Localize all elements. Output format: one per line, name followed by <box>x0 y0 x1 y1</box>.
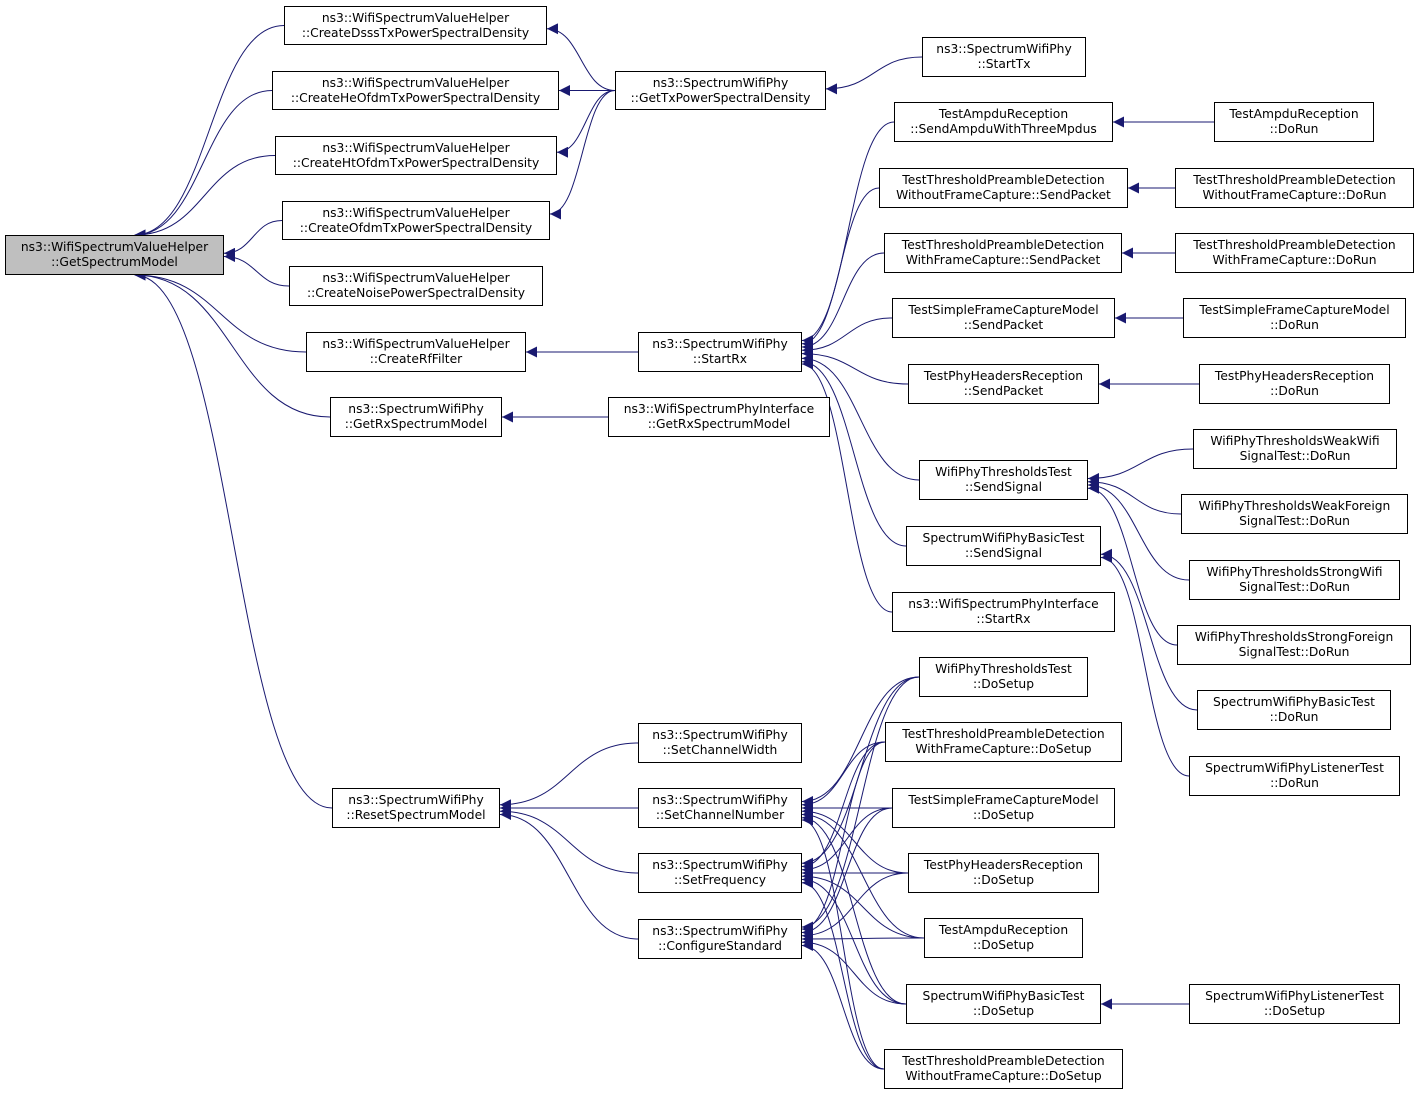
node-configure-standard[interactable]: ns3::SpectrumWifiPhy::ConfigureStandard <box>638 919 802 959</box>
node-tph-send-packet[interactable]: TestPhyHeadersReception::SendPacket <box>908 364 1099 404</box>
edge-swpbSetup-to-confStd <box>801 936 907 1005</box>
edge-swpbSetup-to-setFreq <box>801 874 907 1005</box>
node-wpt-send-signal[interactable]: WifiPhyThresholdsTest::SendSignal <box>919 460 1088 500</box>
edge-tpdWSend-to-startRx <box>801 252 885 353</box>
edge-ifaceStartRx-to-startRx <box>801 358 893 613</box>
edge-weakWifiRun-to-wptSend <box>1087 448 1194 484</box>
node-get-rx-spectrum-model[interactable]: ns3::SpectrumWifiPhy::GetRxSpectrumModel <box>330 397 502 437</box>
node-swpl-do-setup[interactable]: SpectrumWifiPhyListenerTest::DoSetup <box>1189 984 1400 1024</box>
edge-tpdWSetup-to-setChNum <box>801 741 886 811</box>
edge-wptSend-to-startRx <box>801 352 920 481</box>
edge-tarSetup-to-confStd <box>801 933 925 945</box>
node-tar-do-setup[interactable]: TestAmpduReception::DoSetup <box>924 918 1083 958</box>
node-create-noise-psd[interactable]: ns3::WifiSpectrumValueHelper::CreateNois… <box>289 266 543 306</box>
edge-tpdWoSetup-to-setFreq <box>801 877 885 1070</box>
edge-tarSetup-to-setFreq <box>801 870 925 939</box>
edge-startTx-to-getTxPSD <box>825 56 923 95</box>
edge-swplRun-to-swpbSend <box>1100 552 1190 777</box>
edge-getTxPSD-to-createOfdm <box>549 90 616 220</box>
edge-tpdWoSend-to-startRx <box>801 187 880 350</box>
node-tph-do-setup[interactable]: TestPhyHeadersReception::DoSetup <box>908 853 1099 893</box>
edge-strongForRun-to-wptSend <box>1087 482 1178 646</box>
edge-weakForRun-to-wptSend <box>1087 476 1182 515</box>
node-get-spectrum-model: ns3::WifiSpectrumValueHelper::GetSpectru… <box>5 235 224 275</box>
node-wpt-do-setup[interactable]: WifiPhyThresholdsTest::DoSetup <box>919 657 1088 697</box>
node-create-rf-filter[interactable]: ns3::WifiSpectrumValueHelper::CreateRfFi… <box>306 332 526 372</box>
edge-createOfdm-to-root <box>223 220 283 259</box>
edge-confStd-to-resetSM <box>499 809 639 940</box>
node-reset-spectrum-model[interactable]: ns3::SpectrumWifiPhy::ResetSpectrumModel <box>332 788 500 828</box>
edge-createHe-to-root <box>134 90 273 241</box>
node-iface-get-rx-spectrum-model[interactable]: ns3::WifiSpectrumPhyInterface::GetRxSpec… <box>608 397 830 437</box>
node-create-ht-ofdm-tx-psd[interactable]: ns3::WifiSpectrumValueHelper::CreateHtOf… <box>275 136 557 175</box>
edge-tpdWoSetup-to-setChNum <box>801 814 885 1070</box>
node-swpb-send-signal[interactable]: SpectrumWifiPhyBasicTest::SendSignal <box>906 526 1101 566</box>
node-tsfc-do-run[interactable]: TestSimpleFrameCaptureModel::DoRun <box>1183 298 1406 338</box>
node-create-ofdm-tx-psd[interactable]: ns3::WifiSpectrumValueHelper::CreateOfdm… <box>282 201 550 240</box>
edge-tsfcSend-to-startRx <box>801 317 893 356</box>
node-get-tx-power-spectral-density[interactable]: ns3::SpectrumWifiPhy::GetTxPowerSpectral… <box>615 71 826 110</box>
node-tar-do-run[interactable]: TestAmpduReception::DoRun <box>1214 102 1374 142</box>
edge-setChWidth-to-resetSM <box>499 742 639 811</box>
edge-strongWifiRun-to-wptSend <box>1087 479 1190 581</box>
node-send-ampdu-with-three-mpdus[interactable]: TestAmpduReception::SendAmpduWithThreeMp… <box>894 102 1113 142</box>
edge-createDsss-to-root <box>134 25 285 241</box>
node-set-channel-width[interactable]: ns3::SpectrumWifiPhy::SetChannelWidth <box>638 723 802 763</box>
node-tph-do-run[interactable]: TestPhyHeadersReception::DoRun <box>1199 364 1390 404</box>
node-create-he-ofdm-tx-psd[interactable]: ns3::WifiSpectrumValueHelper::CreateHeOf… <box>272 71 559 110</box>
edge-swpbSend-to-startRx <box>801 356 907 547</box>
node-iface-start-rx[interactable]: ns3::WifiSpectrumPhyInterface::StartRx <box>892 592 1115 632</box>
node-swpb-do-setup[interactable]: SpectrumWifiPhyBasicTest::DoSetup <box>906 984 1101 1024</box>
edge-tpdWoSetup-to-confStd <box>801 940 885 1070</box>
node-set-channel-number[interactable]: ns3::SpectrumWifiPhy::SetChannelNumber <box>638 788 802 828</box>
edge-tphSetup-to-confStd <box>801 872 909 942</box>
edge-tphSend-to-startRx <box>801 348 909 385</box>
edge-resetSM-to-root <box>134 269 333 809</box>
edge-createNoise-to-root <box>223 251 290 287</box>
edge-getTxPSD-to-createDsss <box>546 23 616 91</box>
node-set-frequency[interactable]: ns3::SpectrumWifiPhy::SetFrequency <box>638 853 802 893</box>
node-swpl-do-run[interactable]: SpectrumWifiPhyListenerTest::DoRun <box>1189 756 1400 796</box>
edge-wptSetup-to-confStd <box>801 676 920 933</box>
edge-createHt-to-root <box>134 155 276 241</box>
node-swpb-do-run[interactable]: SpectrumWifiPhyBasicTest::DoRun <box>1197 690 1391 730</box>
edge-getRxSM-to-root <box>134 269 331 418</box>
edge-sendAmpdu-to-startRx <box>801 121 895 346</box>
edge-tsfcSetup-to-setFreq <box>801 807 893 876</box>
edge-wptSetup-to-setChNum <box>801 676 920 807</box>
edge-createRf-to-root <box>134 269 307 353</box>
edge-setFreq-to-resetSM <box>499 805 639 874</box>
edge-tpdWSetup-to-setFreq <box>801 741 886 872</box>
edge-swpbRun-to-swpbSend <box>1100 548 1198 711</box>
edge-getTxPSD-to-createHt <box>556 90 616 158</box>
edge-swpbSetup-to-setChNum <box>801 812 907 1005</box>
node-start-rx[interactable]: ns3::SpectrumWifiPhy::StartRx <box>638 332 802 372</box>
node-create-dsss-tx-psd[interactable]: ns3::WifiSpectrumValueHelper::CreateDsss… <box>284 6 547 45</box>
edge-tarSetup-to-setChNum <box>801 809 925 939</box>
node-tsfc-send-packet[interactable]: TestSimpleFrameCaptureModel::SendPacket <box>892 298 1115 338</box>
edge-tsfcSetup-to-confStd <box>801 807 893 938</box>
edge-tpdWSetup-to-confStd <box>801 741 886 935</box>
edge-tphSetup-to-setChNum <box>801 805 909 874</box>
node-start-tx[interactable]: ns3::SpectrumWifiPhy::StartTx <box>922 37 1086 77</box>
node-tsfc-do-setup[interactable]: TestSimpleFrameCaptureModel::DoSetup <box>892 788 1115 828</box>
